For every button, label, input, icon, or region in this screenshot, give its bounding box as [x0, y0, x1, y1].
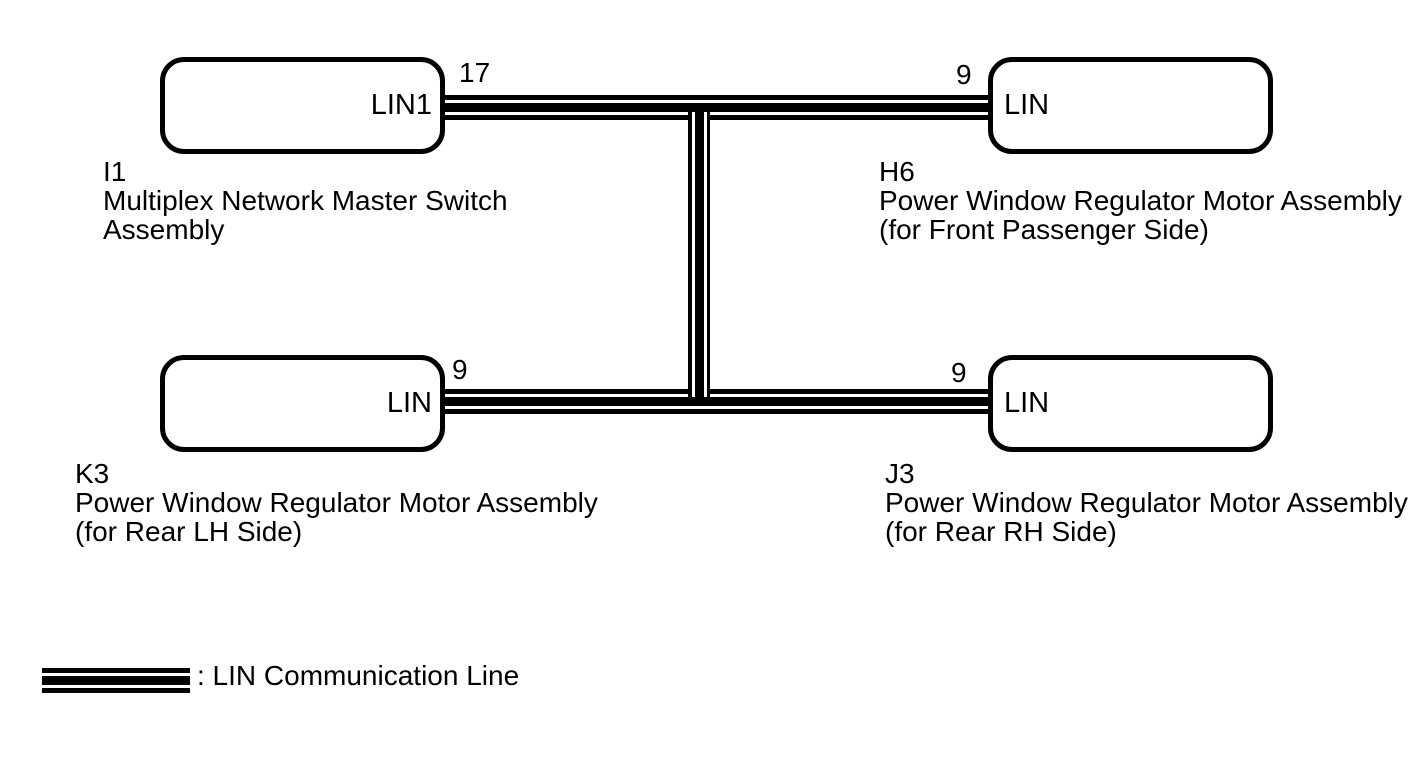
node-name-line: Power Window Regulator Motor Assembly — [75, 487, 598, 518]
pin-number-rear-lh: 9 — [452, 354, 468, 385]
node-label-rear-lh: K3 Power Window Regulator Motor Assembly… — [75, 459, 598, 546]
pin-number-rear-rh: 9 — [951, 357, 967, 388]
lin-bus-wire-vertical-branch — [688, 112, 710, 397]
node-code: K3 — [75, 458, 110, 489]
node-label-rear-rh: J3 Power Window Regulator Motor Assembly… — [885, 459, 1408, 546]
node-box-master-switch: LIN1 — [160, 57, 445, 154]
node-code: J3 — [885, 458, 915, 489]
node-code: I1 — [103, 156, 127, 187]
node-box-rear-rh-motor: LIN — [988, 355, 1273, 452]
pin-number-master: 17 — [459, 57, 491, 88]
node-box-front-passenger-motor: LIN — [988, 57, 1273, 154]
node-box-rear-lh-motor: LIN — [160, 355, 445, 452]
lin-bus-wire-bottom — [440, 389, 996, 414]
pin-number-front-passenger: 9 — [956, 59, 972, 90]
port-label-lin: LIN — [386, 387, 432, 419]
node-name-line: (for Front Passenger Side) — [879, 214, 1209, 245]
node-name-line: Power Window Regulator Motor Assembly — [885, 487, 1408, 518]
port-label-lin: LIN — [1004, 387, 1050, 419]
node-label-master: I1 Multiplex Network Master Switch Assem… — [103, 157, 508, 244]
lin-bus-wire-top — [440, 95, 996, 120]
node-name-line: Assembly — [103, 214, 225, 245]
node-name-line: Multiplex Network Master Switch — [103, 185, 508, 216]
port-label-lin1: LIN1 — [370, 89, 432, 121]
port-label-lin: LIN — [1004, 89, 1050, 121]
node-label-front-passenger: H6 Power Window Regulator Motor Assembly… — [879, 157, 1402, 244]
node-code: H6 — [879, 156, 915, 187]
node-name-line: (for Rear LH Side) — [75, 516, 303, 547]
node-name-line: (for Rear RH Side) — [885, 516, 1117, 547]
lin-line-legend-swatch — [42, 668, 190, 693]
node-name-line: Power Window Regulator Motor Assembly — [879, 185, 1402, 216]
legend-label: : LIN Communication Line — [197, 660, 520, 691]
